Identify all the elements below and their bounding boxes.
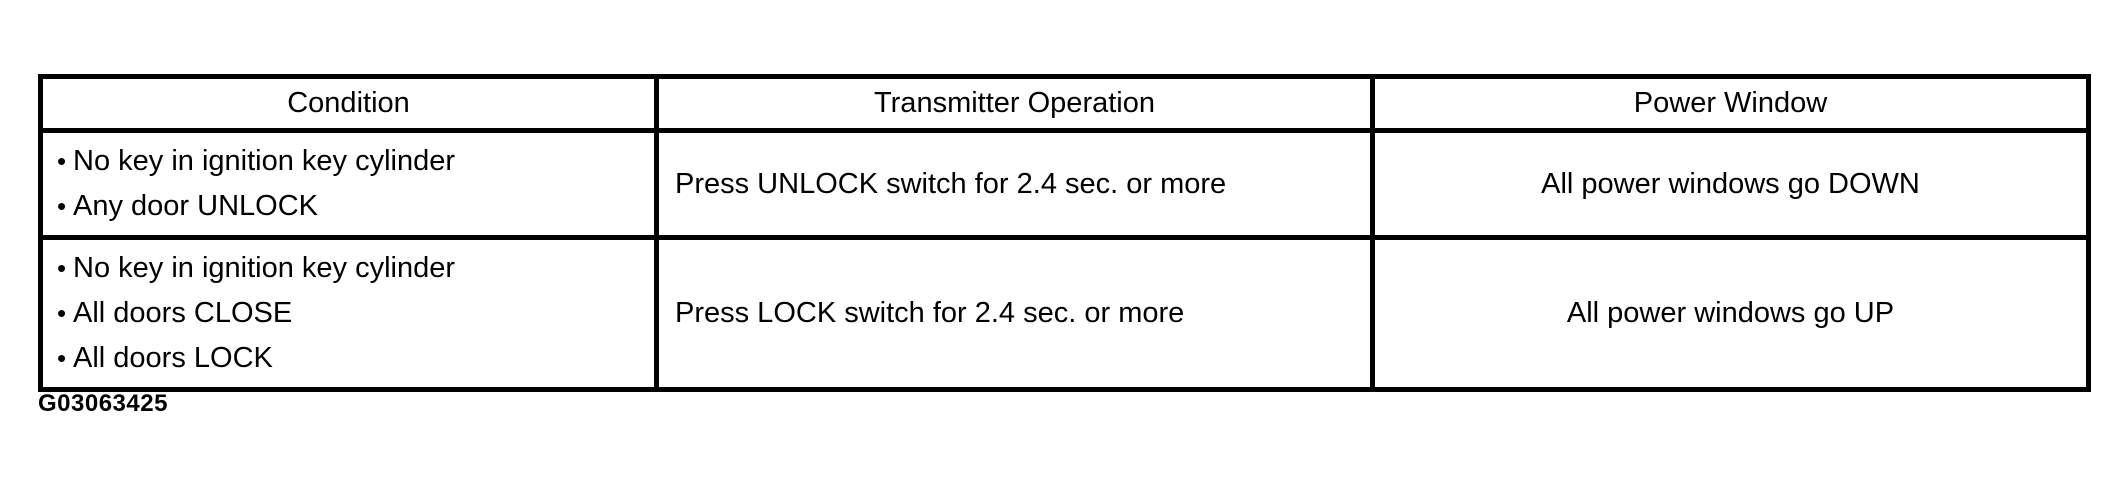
condition-item: All doors LOCK: [57, 336, 644, 381]
transmitter-operation-cell: Press LOCK switch for 2.4 sec. or more: [654, 235, 1375, 392]
condition-text: No key in ignition key cylinder: [73, 145, 456, 177]
bullet-icon: [57, 291, 73, 336]
condition-item: All doors CLOSE: [57, 291, 644, 336]
power-window-result-cell: All power windows go DOWN: [1370, 128, 2091, 240]
condition-cell: No key in ignition key cylinder Any door…: [38, 128, 659, 240]
bullet-icon: [57, 246, 73, 291]
power-window-result-cell: All power windows go UP: [1370, 235, 2091, 392]
condition-text: Any door UNLOCK: [73, 190, 318, 222]
bullet-icon: [57, 184, 73, 229]
condition-item: Any door UNLOCK: [57, 184, 644, 229]
condition-text: All doors CLOSE: [73, 297, 293, 329]
transmitter-operation-cell: Press UNLOCK switch for 2.4 sec. or more: [654, 128, 1375, 240]
bullet-icon: [57, 139, 73, 184]
table-header-row: Condition Transmitter Operation Power Wi…: [38, 74, 2091, 133]
condition-item: No key in ignition key cylinder: [57, 139, 644, 184]
condition-list: No key in ignition key cylinder Any door…: [57, 139, 644, 229]
table-row: No key in ignition key cylinder Any door…: [38, 128, 2091, 240]
power-window-spec-table: Condition Transmitter Operation Power Wi…: [38, 74, 2091, 392]
condition-cell: No key in ignition key cylinder All door…: [38, 235, 659, 392]
table-row: No key in ignition key cylinder All door…: [38, 235, 2091, 392]
condition-list: No key in ignition key cylinder All door…: [57, 246, 644, 381]
column-header-condition: Condition: [38, 74, 659, 133]
column-header-transmitter-operation: Transmitter Operation: [654, 74, 1375, 133]
figure-id-label: G03063425: [38, 390, 168, 417]
bullet-icon: [57, 336, 73, 381]
condition-item: No key in ignition key cylinder: [57, 246, 644, 291]
condition-text: No key in ignition key cylinder: [73, 252, 456, 284]
column-header-power-window: Power Window: [1370, 74, 2091, 133]
condition-text: All doors LOCK: [73, 342, 273, 374]
